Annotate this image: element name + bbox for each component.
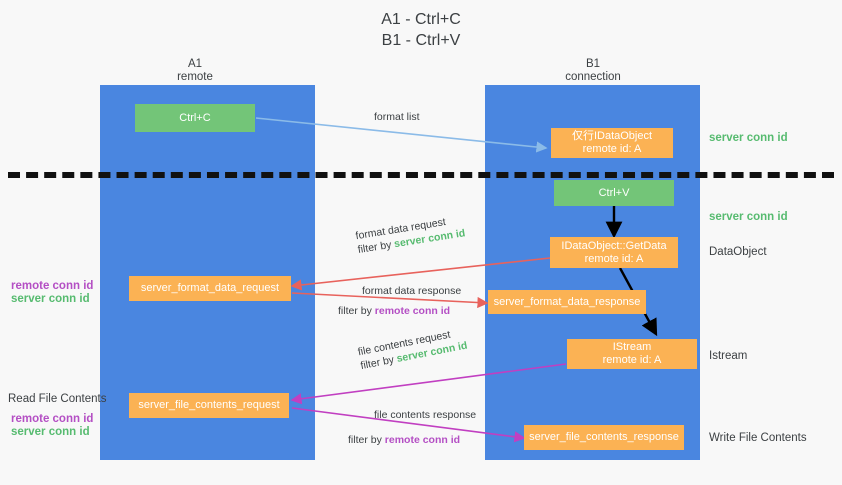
lane-a1-sub: remote [177, 71, 213, 83]
box-idataobject-line2: remote id: A [582, 143, 642, 155]
arrow-file-contents-response [291, 407, 526, 443]
box-getdata-line1: IDataObject::GetData [561, 239, 667, 252]
box-idataobject[interactable]: 仅行IDataObject remote id: A [551, 128, 673, 158]
flow-label-file-contents-response: file contents response [374, 409, 477, 421]
label-write-file-contents: Write File Contents [709, 432, 807, 444]
label-server-conn-id-2: server conn id [11, 426, 90, 438]
box-sfdreq-line1: server_format_data_request [140, 282, 280, 294]
box-istream-line2: remote id: A [602, 354, 662, 366]
box-ctrl-c-line1: Ctrl+C [179, 111, 211, 124]
box-getdata-line2: remote id: A [584, 252, 644, 265]
box-sfcres-line1: server_file_contents_response [529, 431, 679, 443]
box-ctrl-c[interactable]: Ctrl+C [135, 104, 255, 132]
label-server-conn-id-top: server conn id [709, 132, 788, 144]
box-server-file-contents-request[interactable]: server_file_contents_request [129, 393, 289, 418]
arrow-format-list [255, 117, 548, 153]
flow-filter-format-data-response: filter by remote conn id [338, 304, 450, 318]
box-sfcreq-line1: server_file_contents_request [138, 399, 280, 411]
label-server-conn-id-mid: server conn id [709, 211, 788, 223]
label-remote-conn-id-1: remote conn id [11, 280, 94, 292]
lane-b1-name: B1 [585, 58, 601, 70]
arrow-format-data-response [291, 292, 489, 309]
lane-a1-name: A1 [187, 58, 203, 70]
arrow-file-contents-request [290, 363, 567, 405]
lane-header-b1: B1 connection [533, 58, 653, 84]
filter-prefix: filter by [338, 305, 375, 317]
page-title: A1 - Ctrl+C B1 - Ctrl+V [0, 9, 842, 51]
label-dataobject: DataObject [709, 246, 767, 258]
filter-value-remote-conn-id: remote conn id [384, 434, 461, 446]
label-remote-conn-id-2: remote conn id [11, 413, 94, 425]
lane-header-a1: A1 remote [135, 58, 255, 84]
phase-divider [8, 172, 834, 178]
box-server-file-contents-response[interactable]: server_file_contents_response [524, 425, 684, 450]
flow-label-format-list: format list [374, 111, 420, 123]
lane-b1-sub: connection [565, 71, 621, 83]
arrow-format-data-request [290, 257, 551, 291]
box-istream[interactable]: IStream remote id: A [567, 339, 697, 369]
box-sfdres-line1: server_format_data_response [493, 295, 641, 308]
label-server-conn-id-1: server conn id [11, 293, 90, 305]
title-line-2: B1 - Ctrl+V [381, 32, 461, 49]
filter-prefix: filter by [348, 434, 385, 446]
box-server-format-data-request[interactable]: server_format_data_request [129, 276, 291, 301]
box-ctrl-v-line1: Ctrl+V [598, 186, 630, 199]
box-server-format-data-response[interactable]: server_format_data_response [488, 290, 646, 314]
title-line-1: A1 - Ctrl+C [381, 11, 461, 28]
label-istream: Istream [709, 350, 748, 362]
box-idataobject-getdata[interactable]: IDataObject::GetData remote id: A [550, 237, 678, 268]
box-idataobject-line1: 仅行IDataObject [571, 130, 653, 142]
box-ctrl-v[interactable]: Ctrl+V [554, 180, 674, 206]
flow-filter-file-contents-response: filter by remote conn id [348, 433, 460, 447]
box-istream-line1: IStream [612, 341, 652, 353]
label-read-file-contents: Read File Contents [8, 393, 107, 405]
filter-value-remote-conn-id: remote conn id [374, 305, 451, 317]
flow-label-format-data-response: format data response [362, 285, 462, 297]
